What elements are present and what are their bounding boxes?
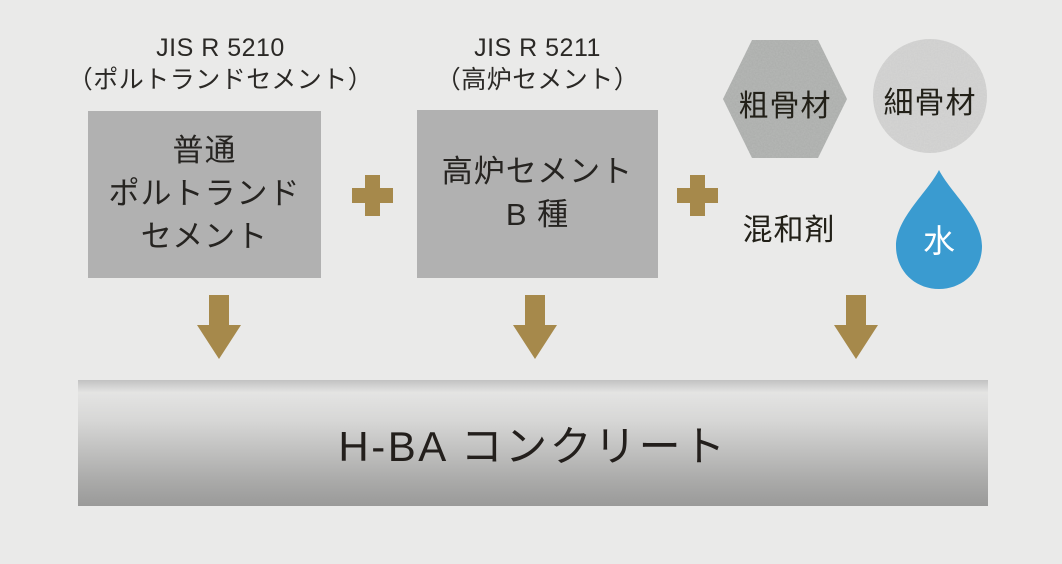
cement2-name: 高炉セメント B 種: [442, 151, 633, 237]
coarse-aggregate-hexagon-texture: [723, 40, 847, 158]
water-drop: 水: [888, 170, 990, 290]
water-drop-shape: [896, 170, 982, 289]
cement1-name: 普通 ポルトランド セメント: [109, 130, 301, 258]
coarse-aggregate-hexagon-icon: [723, 40, 847, 158]
cement2-standard-code: JIS R 5211: [474, 34, 601, 62]
water-drop-icon: [896, 170, 982, 289]
down-arrow-shape: [197, 295, 241, 359]
cement1-box: 普通 ポルトランド セメント: [88, 111, 321, 278]
water-label: 水: [922, 223, 955, 259]
plus-icon-shape: [352, 175, 393, 216]
cement1-standard-label: JIS R 5210 （ポルトランドセメント）: [38, 33, 403, 96]
coarse-aggregate-label: 粗骨材: [738, 90, 832, 123]
down-arrow-icon: [834, 295, 878, 359]
cement2-name-line1: 高炉セメント: [441, 154, 634, 190]
down-arrow-icon: [513, 295, 557, 359]
cement1-standard-code: JIS R 5210: [156, 34, 285, 62]
result-bar: H-BA コンクリート: [78, 380, 988, 506]
cement2-standard-label: JIS R 5211 （高炉セメント）: [355, 33, 720, 96]
cement1-name-line3: セメント: [140, 218, 269, 254]
cement1-name-line1: 普通: [172, 133, 237, 169]
result-title: H-BA コンクリート: [338, 422, 728, 470]
cement1-standard-note: （ポルトランドセメント）: [67, 65, 374, 94]
cement2-standard-note: （高炉セメント）: [435, 65, 640, 94]
cement1-name-line2: ポルトランド: [108, 176, 301, 212]
admixture-label: 混和剤: [742, 214, 836, 247]
plus-icon: [677, 175, 718, 216]
down-arrow-shape: [834, 295, 878, 359]
cement2-box: 高炉セメント B 種: [417, 110, 658, 278]
down-arrow-icon: [197, 295, 241, 359]
down-arrow-shape: [513, 295, 557, 359]
fine-aggregate-label: 細骨材: [883, 87, 977, 120]
fine-aggregate-circle-icon: [873, 39, 987, 153]
cement2-name-line2: B 種: [505, 197, 570, 232]
plus-icon-shape: [677, 175, 718, 216]
plus-icon: [352, 175, 393, 216]
fine-aggregate-circle-texture: [873, 39, 987, 153]
